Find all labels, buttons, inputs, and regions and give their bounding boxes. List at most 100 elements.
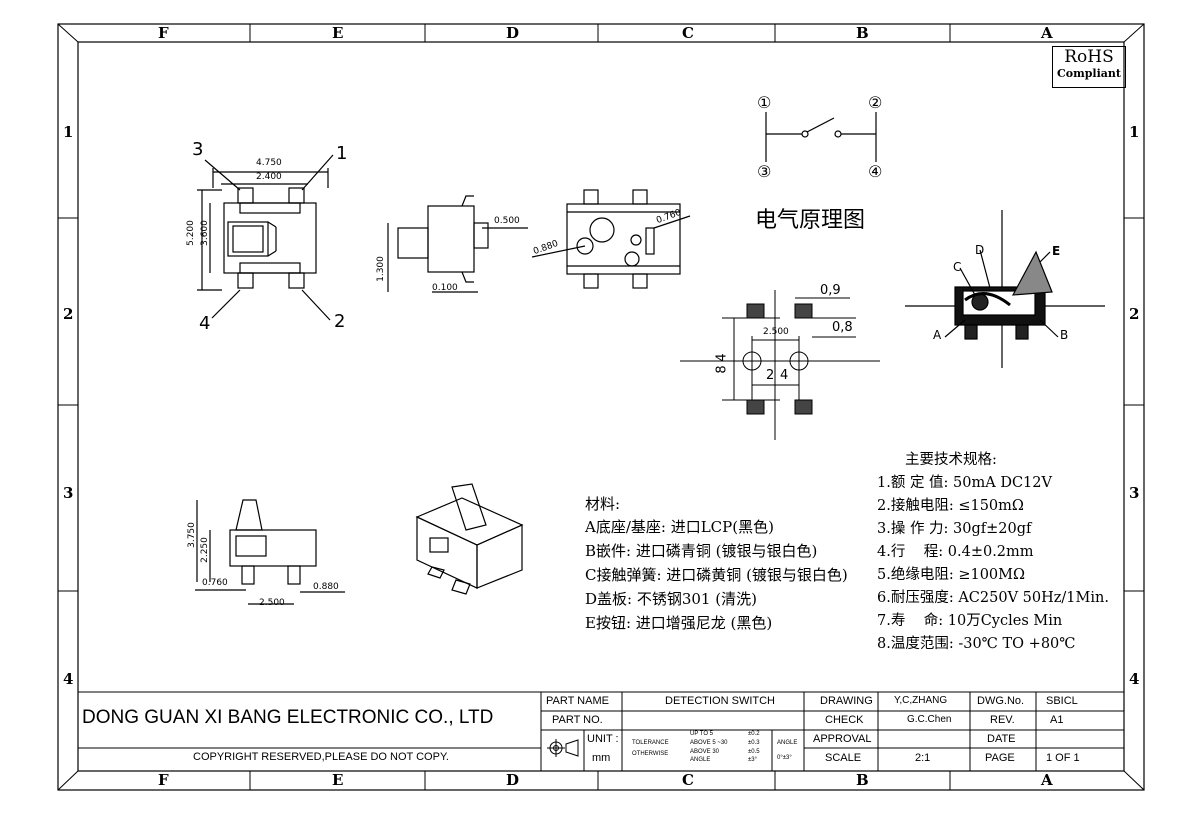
material-item-a: A底座/基座: 进口LCP(黑色) bbox=[585, 518, 774, 536]
top-pin-4: 4 bbox=[199, 313, 211, 334]
dim-pcb-height-8: 8 bbox=[714, 365, 730, 374]
spec-item-6: 6.耐压强度: AC250V 50Hz/1Min. bbox=[877, 590, 1109, 606]
top-view-outline bbox=[197, 154, 334, 321]
pin-2-label: ② bbox=[868, 93, 883, 112]
dwg-no-value: SBICL bbox=[1046, 695, 1078, 707]
title-block-grid bbox=[78, 691, 1124, 771]
zone-row-4-left: 4 bbox=[63, 670, 74, 688]
schematic-title: 电气原理图 bbox=[755, 208, 866, 233]
tol-value-4: ±3° bbox=[748, 757, 758, 763]
dim-pcb-pad-width: 0,9 bbox=[820, 283, 841, 298]
tol-value-3: ±0.5 bbox=[748, 749, 760, 755]
switch-schematic bbox=[765, 112, 877, 162]
dim-top-width: 4.750 bbox=[256, 158, 282, 168]
dim-top-body: 3.600 bbox=[199, 220, 210, 246]
dim-side-height: 1.300 bbox=[375, 256, 386, 282]
angle-value: 0°±3° bbox=[777, 755, 792, 761]
company-name: DONG GUAN XI BANG ELECTRONIC CO., LTD bbox=[82, 707, 494, 728]
pin-1-label: ① bbox=[757, 93, 772, 112]
tolerance-label: TOLERANCE bbox=[632, 740, 669, 746]
spec-item-4: 4.行 程: 0.4±0.2mm bbox=[877, 544, 1034, 560]
spec-item-1: 1.额 定 值: 50mA DC12V bbox=[877, 475, 1052, 491]
dim-front-pin-width: 0.880 bbox=[313, 582, 339, 592]
tol-value-2: ±0.3 bbox=[748, 740, 760, 746]
spec-item-5: 5.绝缘电阻: ≥100MΩ bbox=[877, 567, 1026, 583]
part-name-label: PART NAME bbox=[546, 695, 609, 707]
zone-col-c-bottom: C bbox=[682, 771, 694, 789]
top-pin-1: 1 bbox=[336, 143, 348, 164]
scale-label: SCALE bbox=[825, 752, 862, 764]
dim-side-stroke: 0.500 bbox=[494, 216, 520, 226]
angle-label: ANGLE bbox=[777, 740, 798, 746]
drawing-label: DRAWING bbox=[820, 695, 873, 707]
zone-col-b-top: B bbox=[856, 24, 869, 42]
dim-pcb-width-2: 2 bbox=[766, 368, 775, 383]
dim-front-height: 3.750 bbox=[186, 522, 197, 548]
dim-pcb-width-4: 4 bbox=[780, 368, 789, 383]
zone-col-c-top: C bbox=[682, 24, 694, 42]
zone-row-3-left: 3 bbox=[63, 484, 74, 502]
copyright-note: COPYRIGHT RESERVED,PLEASE DO NOT COPY. bbox=[193, 751, 449, 763]
zone-row-2-left: 2 bbox=[63, 305, 74, 323]
zone-dividers bbox=[58, 24, 1144, 790]
spec-item-2: 2.接触电阻: ≤150mΩ bbox=[877, 498, 1024, 514]
spec-item-3: 3.操 作 力: 30gf±20gf bbox=[877, 521, 1032, 537]
dim-side-offset: 0.100 bbox=[432, 283, 458, 293]
drawing-value: Y,C,ZHANG bbox=[894, 695, 948, 706]
scale-value: 2:1 bbox=[915, 752, 931, 764]
pcb-layout bbox=[680, 290, 880, 440]
zone-col-d-top: D bbox=[506, 24, 520, 42]
top-pin-3: 3 bbox=[192, 139, 204, 160]
projection-symbol-icon bbox=[547, 739, 579, 757]
spec-item-8: 8.温度范围: -30℃ TO +80℃ bbox=[877, 636, 1076, 652]
page-label: PAGE bbox=[985, 752, 1015, 764]
dim-front-pin-offset: 0.760 bbox=[202, 578, 228, 588]
part-no-label: PART NO. bbox=[552, 714, 603, 726]
dim-pcb-hole-pitch: 2.500 bbox=[763, 327, 789, 337]
spec-item-7: 7.寿 命: 10万Cycles Min bbox=[877, 613, 1063, 629]
zone-col-f-bottom: F bbox=[158, 771, 169, 789]
date-label: DATE bbox=[987, 733, 1016, 745]
zone-col-f-top: F bbox=[158, 24, 169, 42]
approval-label: APPROVAL bbox=[813, 733, 872, 745]
zone-col-d-bottom: D bbox=[506, 771, 520, 789]
tol-range-1: UP TO 5 bbox=[690, 731, 714, 737]
dim-front-body: 2.250 bbox=[199, 537, 210, 563]
specs-heading: 主要技术规格: bbox=[905, 452, 997, 468]
zone-row-1-left: 1 bbox=[63, 123, 74, 141]
part-name-value: DETECTION SWITCH bbox=[665, 695, 775, 707]
side-view-outline bbox=[387, 195, 528, 293]
zone-col-a-bottom: A bbox=[1041, 771, 1053, 789]
outer-frame bbox=[57, 23, 1145, 791]
zone-col-a-top: A bbox=[1041, 24, 1053, 42]
tol-range-2: ABOVE 5 ~30 bbox=[690, 740, 728, 746]
section-label-d: D bbox=[975, 243, 985, 257]
section-label-a: A bbox=[933, 328, 942, 342]
section-view bbox=[905, 210, 1105, 368]
dim-top-length: 5.200 bbox=[185, 220, 196, 246]
material-item-d: D盖板: 不锈钢301 (清洗) bbox=[585, 590, 757, 608]
unit-label: UNIT : bbox=[587, 733, 619, 745]
dim-top-pitch: 2.400 bbox=[256, 172, 282, 182]
dim-pcb-height-4: 4 bbox=[714, 353, 730, 362]
tol-range-3: ABOVE 30 bbox=[690, 749, 720, 755]
section-label-c: C bbox=[953, 260, 962, 274]
rev-value: A1 bbox=[1050, 714, 1064, 726]
section-label-e: E bbox=[1052, 244, 1061, 258]
zone-row-1-right: 1 bbox=[1129, 123, 1140, 141]
top-pin-2: 2 bbox=[334, 311, 346, 332]
otherwise-label: OTHERWISE bbox=[632, 751, 669, 757]
zone-col-b-bottom: B bbox=[856, 771, 869, 789]
pin-3-label: ③ bbox=[757, 162, 772, 181]
rev-label: REV. bbox=[990, 714, 1015, 726]
zone-row-4-right: 4 bbox=[1129, 670, 1140, 688]
unit-value: mm bbox=[592, 752, 611, 764]
page-value: 1 OF 1 bbox=[1046, 752, 1080, 764]
dim-front-pin-pitch: 2.500 bbox=[259, 598, 285, 608]
rohs-badge: RoHS Compliant bbox=[1052, 46, 1126, 88]
tol-angle-small: ANGLE bbox=[690, 757, 711, 763]
material-item-e: E按钮: 进口增强尼龙 (黑色) bbox=[585, 614, 773, 632]
materials-heading: 材料: bbox=[585, 495, 621, 513]
zone-row-2-right: 2 bbox=[1129, 305, 1140, 323]
